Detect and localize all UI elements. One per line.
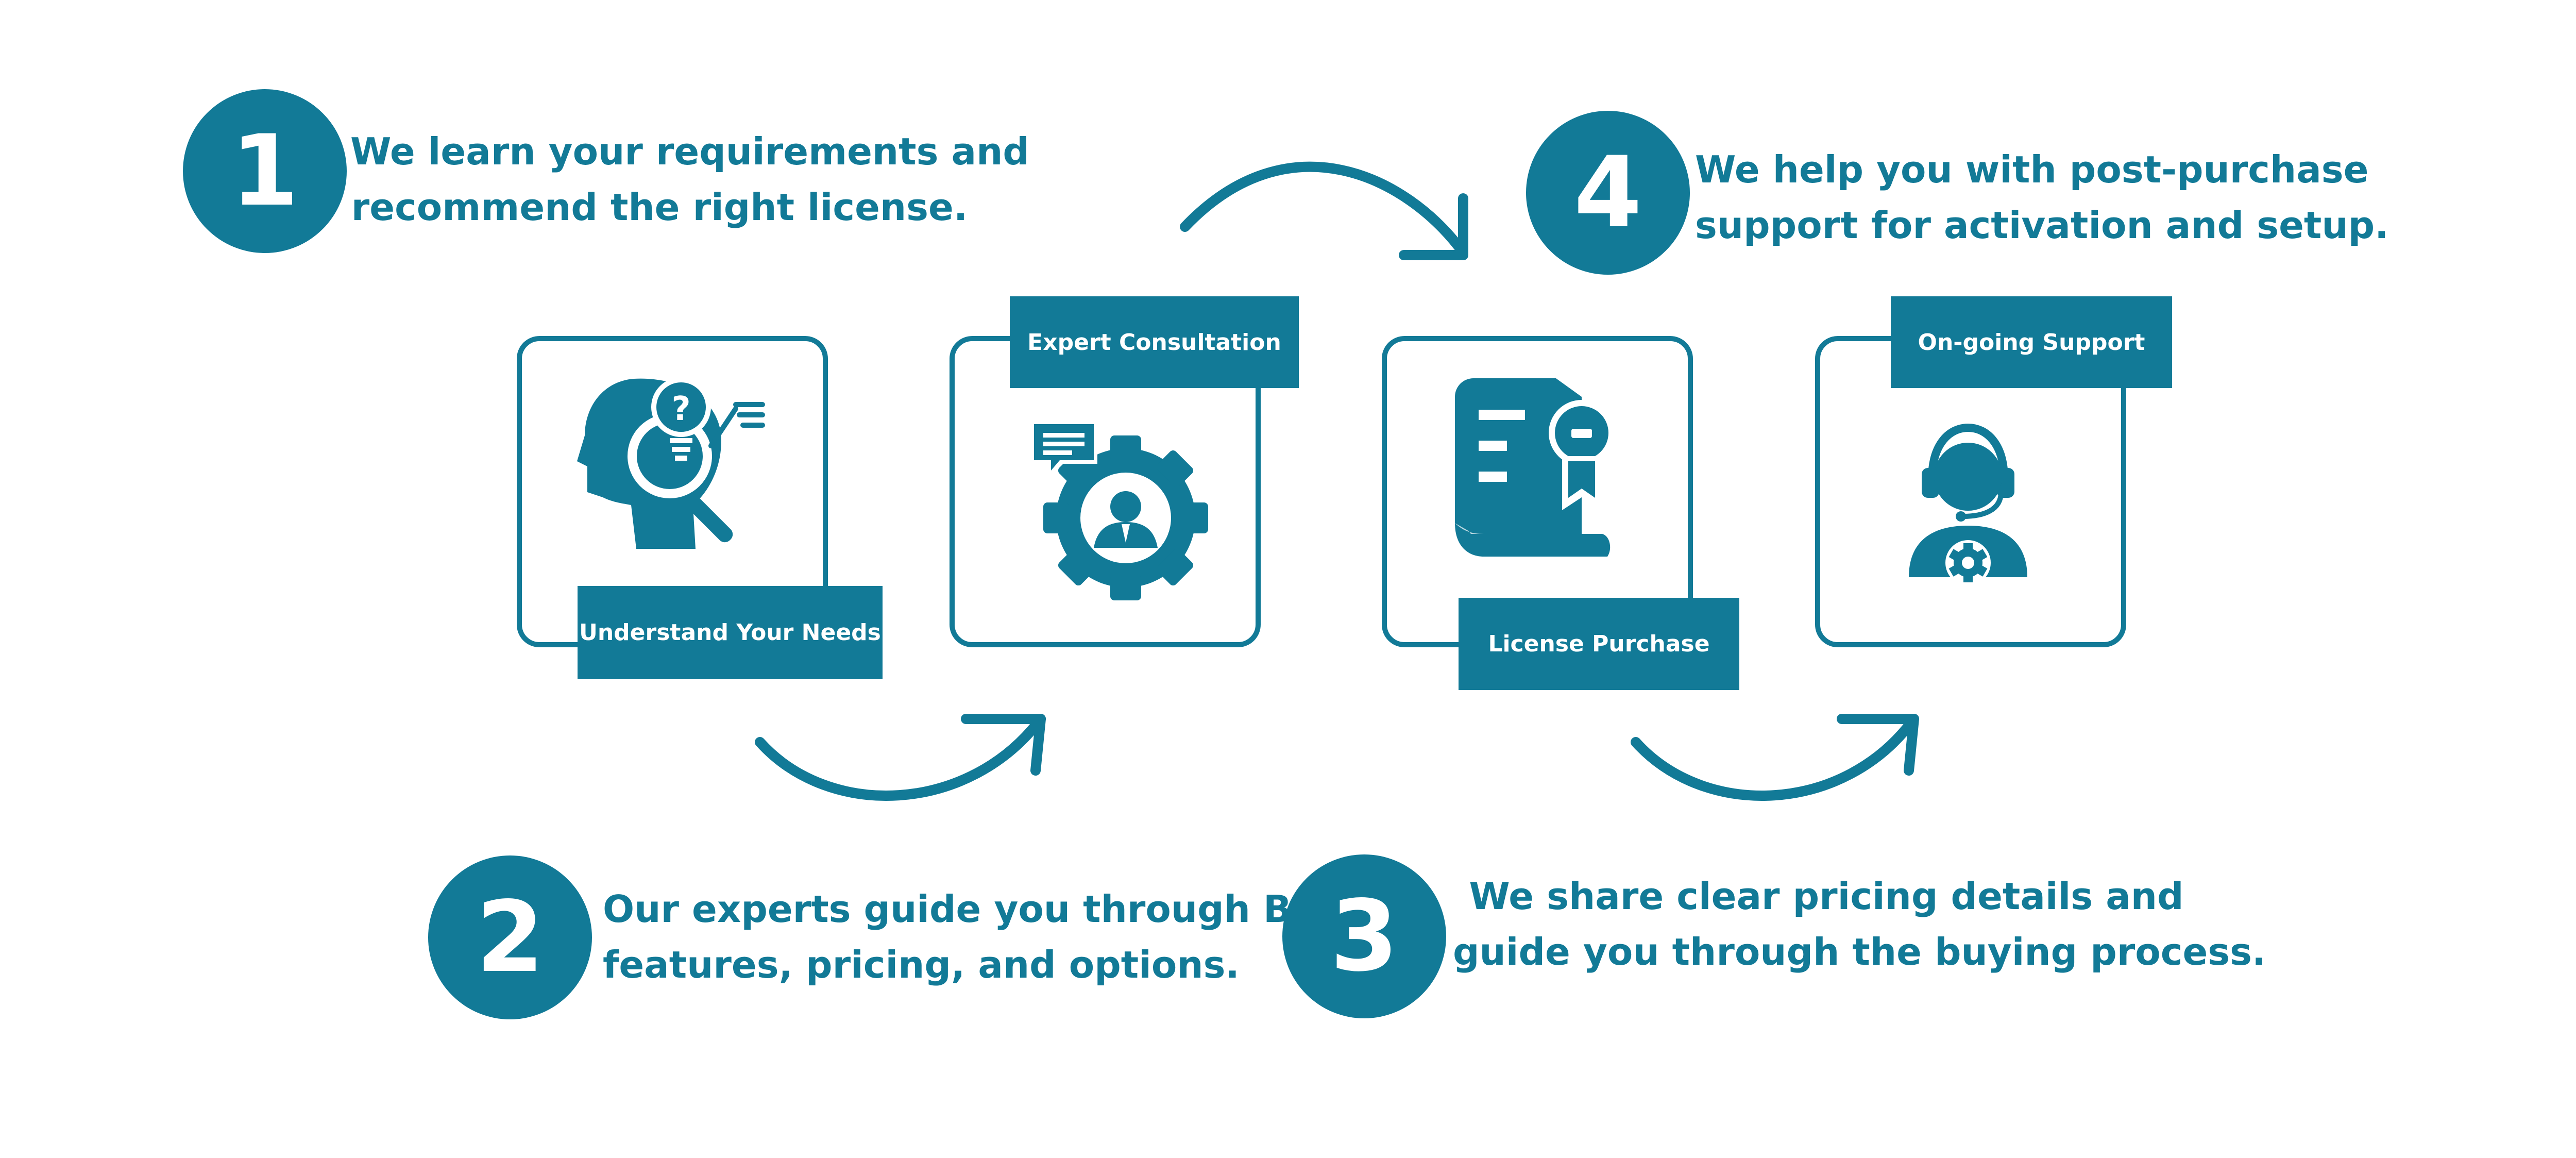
support-agent-icon: [1909, 423, 2027, 585]
step-1-description: We learn your requirements and recommend…: [350, 124, 1029, 235]
step-1-number-circle: 1: [183, 89, 347, 253]
card-label-license-purchase: License Purchase: [1459, 598, 1739, 690]
step-3-description: We share clear pricing details and guide…: [1453, 868, 2266, 980]
card-label-understand-your-needs: Understand Your Needs: [578, 586, 883, 679]
arrow-1-to-2: [755, 714, 1046, 801]
head-idea-magnifier-icon: ?: [577, 377, 765, 549]
step-1-line-2: recommend the right license.: [351, 186, 968, 229]
gear-expert-chat-icon: [1030, 421, 1208, 600]
arrow-3-to-4: [1631, 714, 1919, 801]
step-4-line-1: We help you with post-purchase: [1695, 148, 2369, 191]
step-4-line-2: support for activation and setup.: [1695, 204, 2389, 247]
step-3-line-1: We share clear pricing details and: [1469, 875, 2184, 918]
card-label-expert-consultation: Expert Consultation: [1010, 296, 1299, 388]
step-2-number-circle: 2: [428, 855, 592, 1019]
arrow-2-to-3: [1180, 161, 1468, 260]
step-1-line-1: We learn your requirements and: [350, 130, 1029, 173]
step-2-line-2: features, pricing, and options.: [603, 943, 1240, 986]
step-4-number-circle: 4: [1526, 111, 1690, 275]
step-3-line-2: guide you through the buying process.: [1453, 930, 2266, 974]
license-certificate-icon: [1455, 378, 1615, 557]
step-3-number-circle: 3: [1282, 854, 1446, 1018]
step-2-line-1: Our experts guide you through BI: [603, 887, 1306, 931]
step-4-description: We help you with post-purchase support f…: [1695, 142, 2389, 253]
step-2-description: Our experts guide you through BI feature…: [603, 881, 1306, 993]
svg-text:?: ?: [671, 390, 690, 428]
card-label-on-going-support: On-going Support: [1891, 296, 2172, 388]
